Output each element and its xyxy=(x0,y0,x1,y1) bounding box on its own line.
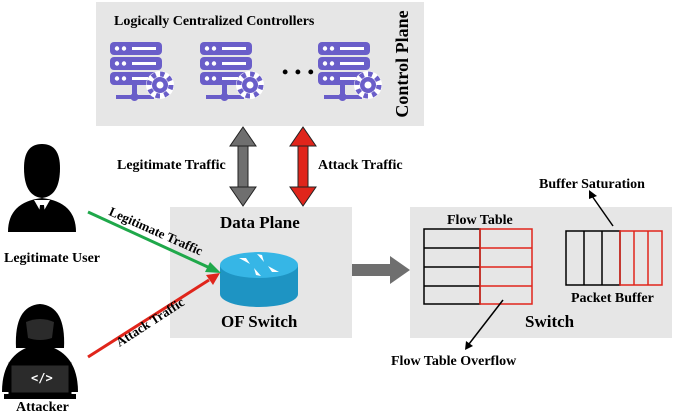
detail-arrow xyxy=(352,256,410,284)
attacker-label: Attacker xyxy=(16,400,69,415)
attack-link-arrowhead xyxy=(206,273,220,285)
legitimate-traffic-link xyxy=(87,210,211,270)
flow-table-label: Flow Table xyxy=(447,213,513,228)
attacker-icon xyxy=(2,304,78,399)
data-plane-title: Data Plane xyxy=(220,213,300,232)
flow-table-overflow-label: Flow Table Overflow xyxy=(391,354,517,369)
legitimate-bidirectional-arrow xyxy=(229,126,257,207)
controllers-title: Logically Centralized Controllers xyxy=(114,14,315,29)
packet-buffer xyxy=(565,230,663,286)
legitimate-link-arrowhead xyxy=(205,262,221,273)
flow-table xyxy=(423,228,533,305)
attack-traffic-label: Attack Traffic xyxy=(318,158,403,173)
legitimate-user-label: Legitimate User xyxy=(4,251,101,266)
more-controllers-ellipsis: • • • xyxy=(282,62,315,82)
flow-table-overflow-arrowhead xyxy=(465,341,473,350)
legitimate-traffic-label: Legitimate Traffic xyxy=(117,158,226,173)
packet-buffer-label: Packet Buffer xyxy=(571,291,654,306)
control-plane-label: Control Plane xyxy=(392,10,412,118)
flow-table-overflow-pointer xyxy=(468,299,504,345)
buffer-saturation-arrowhead xyxy=(589,190,597,199)
switch-label: Switch xyxy=(525,312,575,331)
buffer-saturation-label: Buffer Saturation xyxy=(539,177,645,192)
code-glyph-icon: </> xyxy=(31,371,53,385)
attack-traffic-link xyxy=(87,278,210,359)
attack-bidirectional-arrow xyxy=(289,126,317,207)
buffer-saturation-pointer xyxy=(591,195,614,227)
legitimate-user-icon xyxy=(8,144,76,232)
of-switch-label: OF Switch xyxy=(221,312,298,331)
router-icon xyxy=(220,252,298,307)
